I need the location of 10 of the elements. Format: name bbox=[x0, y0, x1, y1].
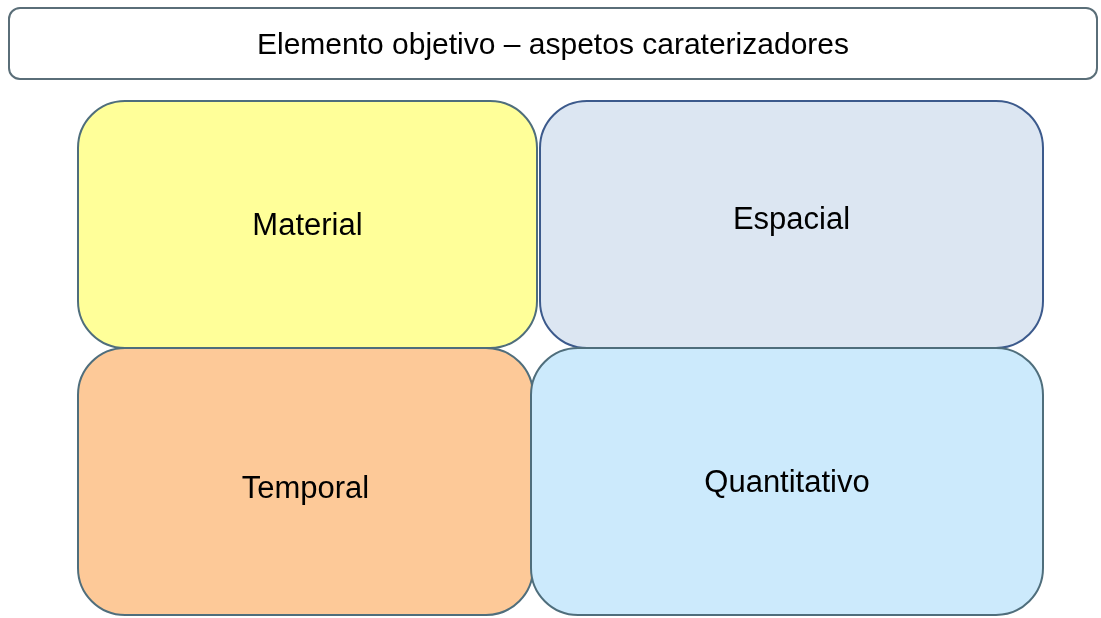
category-label: Espacial bbox=[732, 200, 851, 237]
category-box bbox=[77, 347, 534, 616]
category-box bbox=[539, 100, 1044, 349]
category-label: Material bbox=[252, 206, 363, 243]
category-box bbox=[77, 100, 538, 349]
category-label: Quantitativo bbox=[704, 463, 870, 500]
category-box bbox=[530, 347, 1044, 616]
header-box bbox=[8, 7, 1098, 80]
category-label: Temporal bbox=[241, 469, 370, 506]
heading-text: Elemento objetivo – aspetos caraterizadores bbox=[257, 26, 849, 61]
